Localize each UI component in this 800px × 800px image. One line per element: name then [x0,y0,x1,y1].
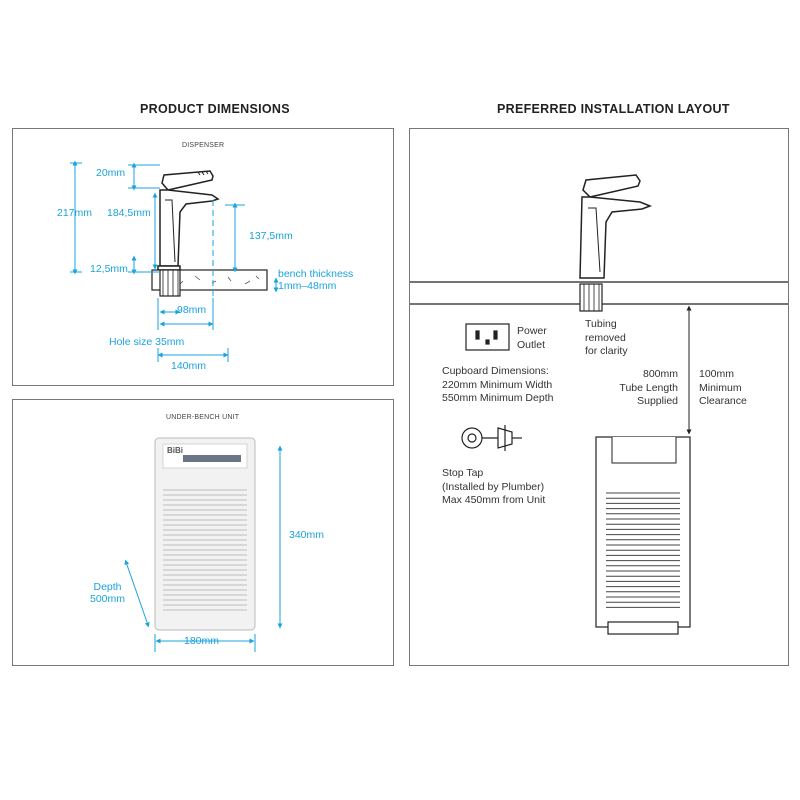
dispenser-tap [157,170,220,271]
stop-tap-icon [461,425,522,451]
dispenser-dimension-lines [70,160,279,362]
stop-line2: (Installed by Plumber) [442,480,545,493]
under-bench-title: UNDER-BENCH UNIT [166,414,240,421]
clearance-line1: 100mm [699,368,735,380]
power-line2: Outlet [517,338,546,351]
tubing-line1: Tubing [585,318,617,330]
dim-180mm: 180mm [184,635,220,647]
dim-depth: Depth 500mm [90,581,125,605]
dim-217mm: 217mm [57,207,93,219]
tubing-line3: for clarity [585,345,628,358]
dim-137-5mm: 137,5mm [249,230,293,242]
bench-thickness-line2: 1mm–48mm [278,280,337,293]
tubing-line2: removed [585,331,626,344]
dim-12-5mm: 12,5mm [90,263,128,275]
dim-98mm: 98mm [177,304,207,316]
cupboard-line1: Cupboard Dimensions: [442,365,549,377]
cupboard-dimensions-label: Cupboard Dimensions: 220mm Minimum Width… [442,365,553,406]
stop-tap-label: Stop Tap (Installed by Plumber) Max 450m… [442,467,545,508]
tube-line3: Supplied [637,395,678,408]
tube-line2: Tube Length [619,381,678,394]
power-outlet-label: Power Outlet [517,325,547,352]
under-bench-dimension-lines [124,445,283,652]
tubing-label: Tubing removed for clarity [585,318,628,359]
power-outlet-icon [465,323,510,351]
tube-line1: 800mm [642,368,678,380]
installation-layout-heading: PREFERRED INSTALLATION LAYOUT [497,102,730,116]
depth-line2: 500mm [90,593,126,606]
clearance-line2: Minimum [699,381,742,394]
bench-thickness-line1: bench thickness [278,268,354,280]
dim-hole-size: Hole size 35mm [109,336,185,348]
tap-shank [579,283,603,312]
product-dimensions-heading: PRODUCT DIMENSIONS [140,102,290,116]
dim-340mm: 340mm [289,529,325,541]
brand-logo: BiBi [167,446,183,455]
dim-20mm: 20mm [96,167,126,179]
dim-140mm: 140mm [171,360,207,372]
installation-tap [579,174,653,279]
stop-line3: Max 450mm from Unit [442,494,546,507]
dim-184-5mm: 184,5mm [107,207,151,219]
bench-section [151,269,268,297]
installed-unit [595,436,691,635]
under-bench-unit [154,437,256,631]
dispenser-title: DISPENSER [182,142,225,149]
cupboard-line3: 550mm Minimum Depth [442,392,554,405]
tube-length-label: 800mm Tube Length Supplied [606,368,678,409]
clearance-label: 100mm Minimum Clearance [699,368,747,409]
cupboard-line2: 220mm Minimum Width [442,378,553,391]
power-line1: Power [517,325,547,337]
dim-bench-thickness: bench thickness 1mm–48mm [278,268,353,292]
stop-line1: Stop Tap [442,467,484,479]
depth-line1: Depth [93,581,122,593]
clearance-line3: Clearance [699,395,747,408]
